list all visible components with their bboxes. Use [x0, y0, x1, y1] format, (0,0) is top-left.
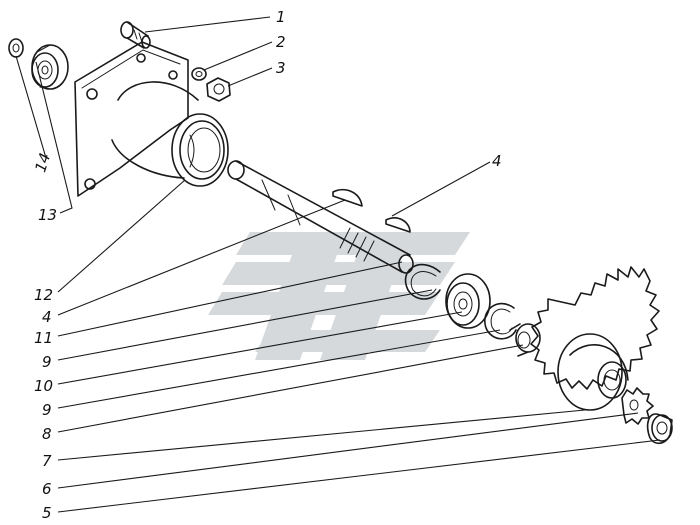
callout-9-first: 9: [42, 353, 52, 371]
watermark-logo: [208, 232, 470, 360]
part-12-flange-housing: [74, 41, 229, 197]
part-7-sprocket: [530, 266, 660, 411]
part-4-key-lower: [385, 217, 411, 233]
part-10-bearing: [445, 273, 491, 329]
callout-6: 6: [42, 480, 52, 498]
callout-2: 2: [276, 33, 286, 51]
callout-1: 1: [276, 8, 286, 26]
part-9-snap-ring-2: [484, 302, 517, 340]
callout-7: 7: [42, 452, 52, 470]
callout-10: 10: [34, 377, 53, 395]
part-5-nut: [646, 413, 673, 445]
callout-labels: 1 2 3 4 14 13 12 4 11 9 10 9 8 7 6 5: [31, 8, 501, 522]
callout-5: 5: [42, 504, 52, 522]
part-14-washer: [8, 38, 24, 58]
callout-12: 12: [34, 286, 53, 304]
callout-4-upper: 4: [492, 152, 502, 170]
part-2-lock-washer: [191, 67, 207, 81]
part-3-nut: [206, 77, 231, 102]
part-1-bolt: [120, 21, 151, 49]
part-11-shaft: [227, 160, 414, 274]
callout-14: 14: [31, 151, 54, 175]
callout-9-second: 9: [42, 401, 52, 419]
part-4-key-upper: [332, 188, 363, 207]
callout-8: 8: [42, 425, 52, 443]
leader-lines: [15, 16, 661, 513]
part-6-tab-washer: [621, 387, 654, 425]
part-8-bushing: [509, 323, 541, 357]
callout-11: 11: [34, 329, 53, 347]
callout-4-lower: 4: [42, 308, 52, 326]
callout-13: 13: [38, 206, 57, 224]
callout-3: 3: [276, 59, 286, 77]
part-9-snap-ring-1: [404, 263, 441, 300]
